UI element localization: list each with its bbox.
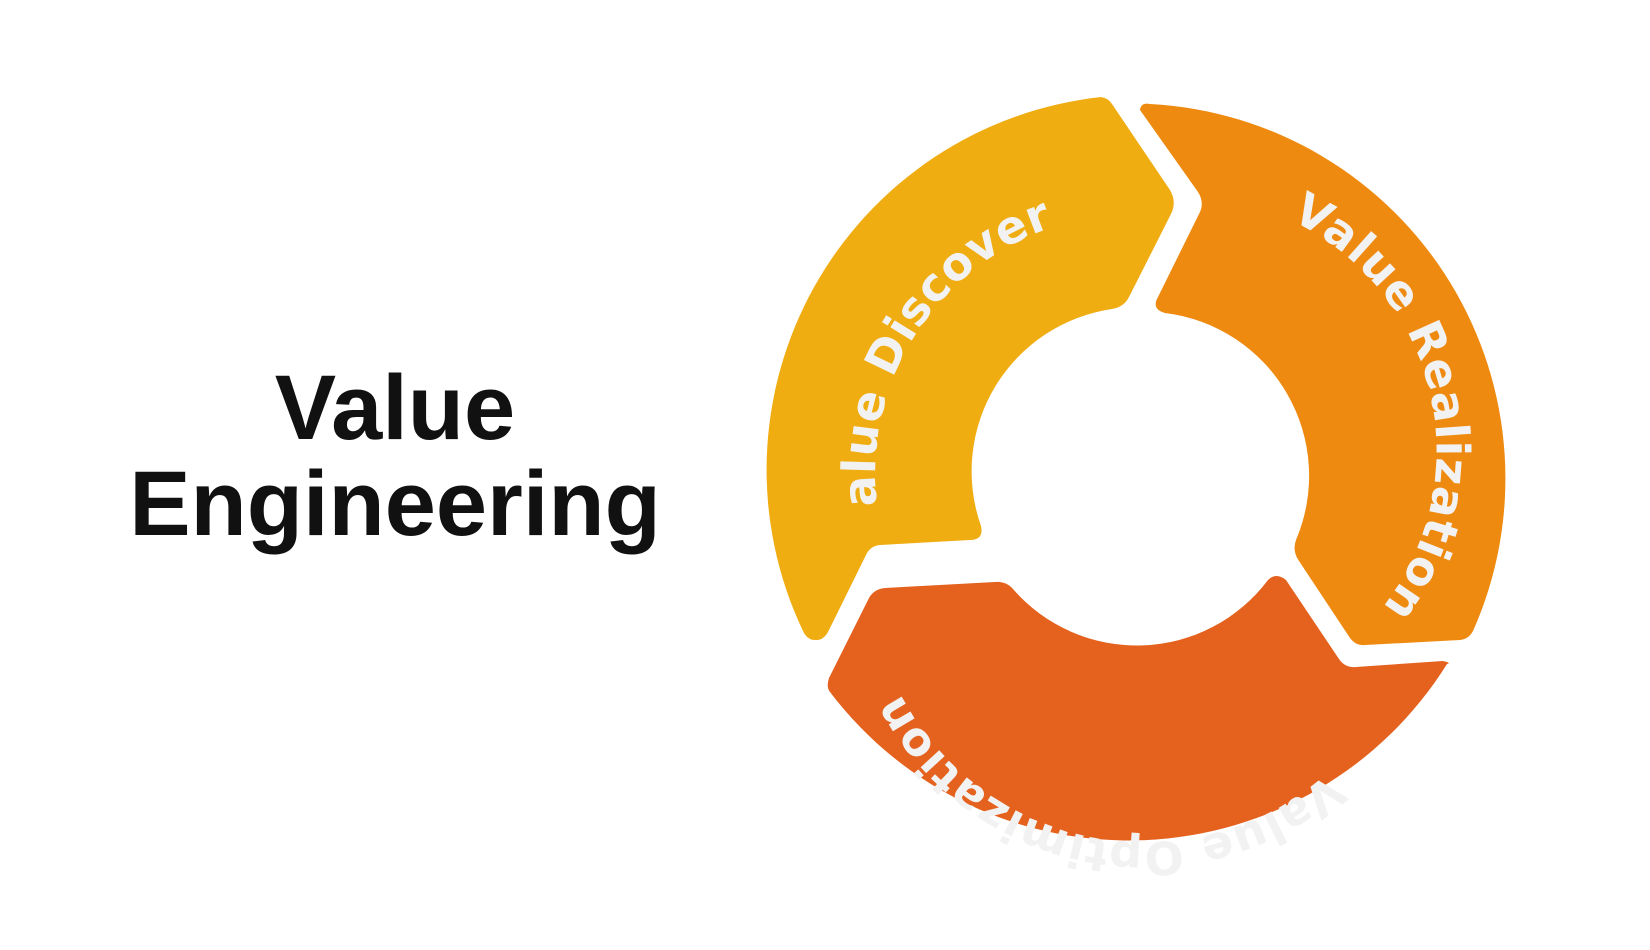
- segment-shape-optimization: [827, 576, 1449, 841]
- diagram-title: Value Engineering: [80, 360, 710, 552]
- segment-value-optimization: Value Optimization: [827, 576, 1449, 886]
- segment-shape-discovery: [766, 97, 1174, 641]
- segment-value-discovery: Value Discovery: [0, 0, 1174, 641]
- segment-shape-realization: [1140, 103, 1506, 646]
- segment-value-realization: Value Realization: [1140, 103, 1506, 646]
- title-line-1: Value: [274, 357, 516, 459]
- title-line-2: Engineering: [129, 453, 661, 555]
